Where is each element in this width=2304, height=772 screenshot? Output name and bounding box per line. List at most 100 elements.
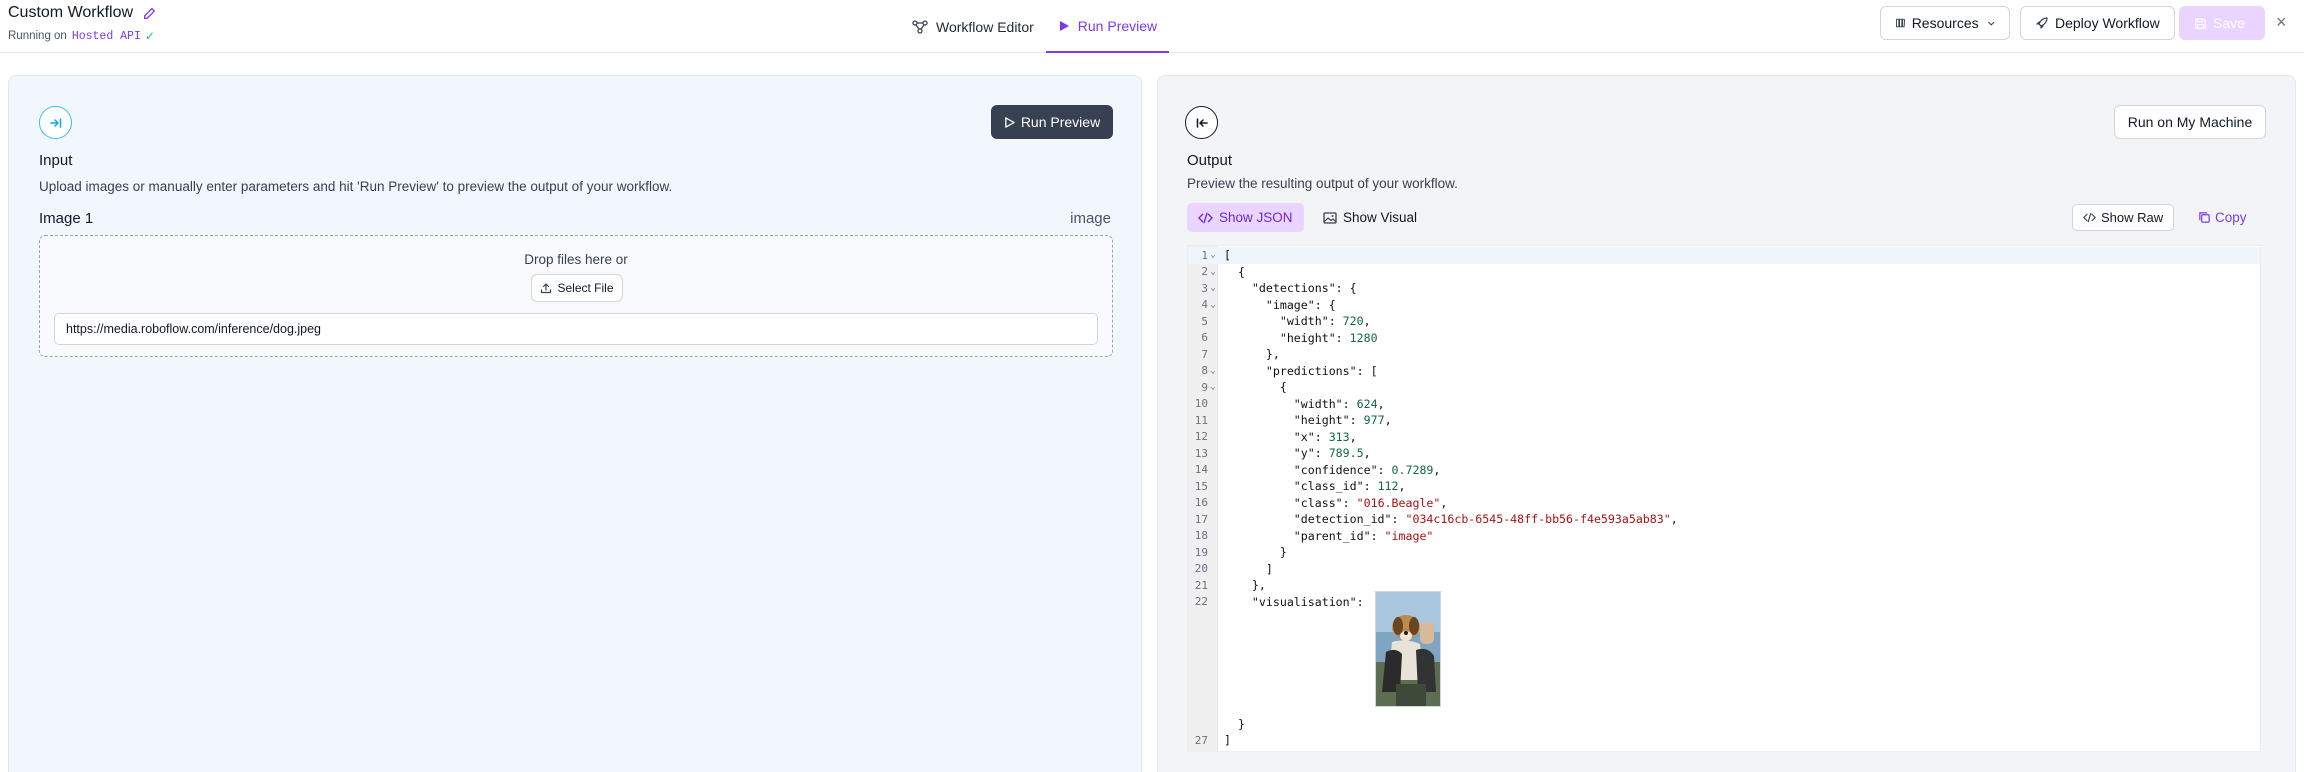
json-punctuation: , [1349, 429, 1357, 444]
json-punctuation: "visualisation": [1224, 594, 1364, 609]
image-type-label: image [1070, 210, 1111, 227]
json-punctuation: } [1224, 716, 1245, 731]
resources-dropdown-button[interactable]: Resources [1880, 6, 2010, 40]
save-button[interactable]: Save [2179, 6, 2265, 40]
fold-chevron-icon[interactable]: ⌄ [1210, 250, 1216, 261]
code-line: 21 }, [1188, 577, 2260, 594]
code-text: "parent_id": "image" [1224, 528, 1434, 543]
chevron-down-icon [1987, 21, 1994, 26]
drop-files-text: Drop files here or [524, 252, 628, 267]
json-punctuation: }, [1224, 347, 1280, 362]
line-number: 7 [1201, 347, 1208, 361]
tab-show-visual[interactable]: Show Visual [1312, 203, 1428, 232]
output-title: Output [1187, 152, 1233, 169]
code-text: "height": 977, [1224, 413, 1392, 427]
collapse-input-panel-button[interactable] [39, 106, 72, 139]
fold-chevron-icon[interactable]: ⌄ [1210, 299, 1216, 310]
top-bar: Custom Workflow Running on Hosted API ✓ … [0, 0, 2304, 53]
code-text: "detection_id": "034c16cb-6545-48ff-bb56… [1224, 512, 1678, 526]
code-line: 5 "width": 720, [1188, 313, 2260, 330]
code-text: "y": 789.5, [1224, 446, 1371, 460]
file-drop-zone[interactable]: Drop files here or Select File [39, 235, 1113, 357]
code-line: 20 ] [1188, 561, 2260, 578]
json-punctuation: "detections": { [1224, 281, 1357, 296]
json-code-editor[interactable]: 1⌄[2⌄ {3⌄ "detections": {4⌄ "image": {5 … [1187, 245, 2261, 752]
json-string: "image" [1384, 528, 1434, 543]
code-line: 10 "width": 624, [1188, 396, 2260, 413]
view-tabs: Workflow Editor Run Preview [900, 0, 1170, 53]
line-number: 8 [1201, 364, 1208, 378]
code-line: 2⌄ { [1188, 264, 2260, 281]
run-on-my-machine-button[interactable]: Run on My Machine [2114, 105, 2266, 139]
code-text: "confidence": 0.7289, [1224, 463, 1441, 477]
edit-title-pencil-icon[interactable] [143, 7, 156, 20]
close-icon[interactable]: × [2276, 12, 2287, 32]
tab-run-preview[interactable]: Run Preview [1045, 0, 1170, 53]
json-punctuation: "parent_id": [1224, 528, 1385, 543]
json-punctuation: { [1224, 264, 1245, 279]
image-url-input[interactable] [54, 313, 1098, 345]
code-line: 11 "height": 977, [1188, 412, 2260, 429]
json-punctuation: "x": [1224, 429, 1329, 444]
code-text: [ [1224, 248, 1231, 262]
json-punctuation: , [1670, 512, 1678, 527]
code-line: 9⌄ { [1188, 379, 2260, 396]
code-line: } [1188, 716, 2260, 733]
deploy-workflow-label: Deploy Workflow [2055, 15, 2160, 31]
code-line: 14 "confidence": 0.7289, [1188, 462, 2260, 479]
code-line: 15 "class_id": 112, [1188, 478, 2260, 495]
resources-label: Resources [1911, 15, 1979, 31]
line-number: 5 [1201, 314, 1208, 328]
copy-button[interactable]: Copy [2198, 204, 2247, 231]
fold-chevron-icon[interactable]: ⌄ [1210, 382, 1216, 393]
deploy-workflow-button[interactable]: Deploy Workflow [2020, 6, 2175, 40]
fold-chevron-icon[interactable]: ⌄ [1210, 365, 1216, 376]
json-punctuation: ] [1224, 733, 1231, 748]
line-number: 10 [1194, 397, 1208, 411]
fold-chevron-icon[interactable]: ⌄ [1210, 266, 1216, 277]
tab-workflow-editor[interactable]: Workflow Editor [900, 0, 1046, 53]
code-icon [2083, 212, 2096, 223]
code-line: 4⌄ "image": { [1188, 297, 2260, 314]
collapse-output-panel-button[interactable] [1185, 106, 1218, 139]
code-line: 22 "visualisation": [1188, 594, 2260, 611]
json-number: 1280 [1349, 330, 1378, 345]
json-string: "016.Beagle" [1356, 495, 1441, 510]
json-punctuation: } [1224, 545, 1287, 560]
fold-chevron-icon[interactable]: ⌄ [1210, 283, 1216, 294]
select-file-label: Select File [557, 281, 614, 295]
json-punctuation: [ [1224, 248, 1231, 263]
line-number: 22 [1194, 595, 1208, 609]
json-punctuation: , [1363, 314, 1371, 329]
book-icon [1896, 18, 1906, 28]
code-text: "predictions": [ [1224, 364, 1378, 378]
upload-icon [541, 283, 552, 294]
line-number: 15 [1194, 479, 1208, 493]
code-line: 1⌄[ [1188, 247, 2260, 264]
json-punctuation: "width": [1224, 314, 1343, 329]
code-text: } [1224, 717, 1245, 731]
code-text: ] [1224, 733, 1231, 747]
arrow-right-to-line-icon [49, 117, 61, 128]
json-punctuation: , [1398, 479, 1406, 494]
show-raw-button[interactable]: Show Raw [2072, 204, 2175, 231]
json-punctuation: "detection_id": [1224, 512, 1406, 527]
select-file-button[interactable]: Select File [531, 274, 623, 302]
json-punctuation: "height": [1224, 330, 1350, 345]
json-number: 720 [1342, 314, 1364, 329]
tab-show-json[interactable]: Show JSON [1187, 203, 1304, 232]
json-number: 112 [1377, 479, 1399, 494]
image-icon [1323, 211, 1337, 224]
code-line: 16 "class": "016.Beagle", [1188, 495, 2260, 512]
json-punctuation: "class": [1224, 495, 1357, 510]
code-text: "class": "016.Beagle", [1224, 495, 1448, 510]
visualisation-dog-thumbnail[interactable] [1375, 591, 1441, 707]
hosted-api-label[interactable]: Hosted API [71, 29, 141, 43]
workflow-graph-icon [912, 19, 928, 34]
code-line: 8⌄ "predictions": [ [1188, 363, 2260, 380]
code-text: }, [1224, 578, 1266, 592]
run-preview-button[interactable]: Run Preview [991, 105, 1113, 139]
code-icon [1198, 212, 1213, 223]
code-text: }, [1224, 347, 1280, 361]
json-punctuation: "height": [1224, 413, 1364, 428]
